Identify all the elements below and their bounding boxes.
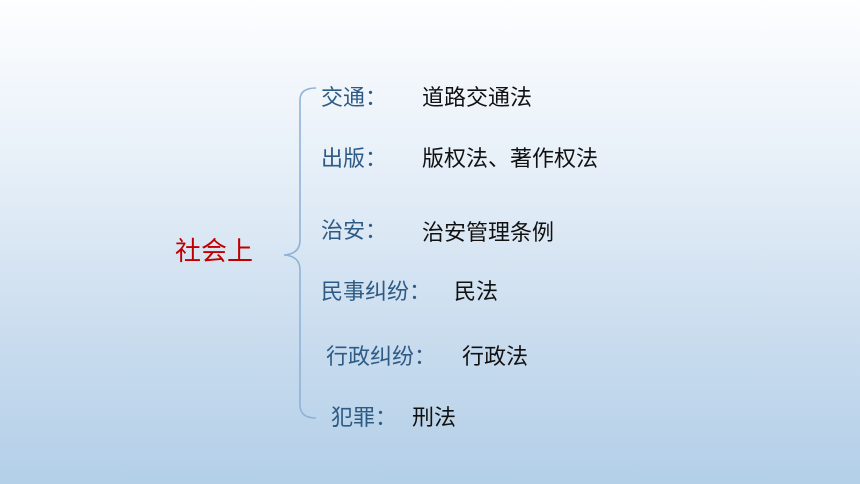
branch-category-administrative-dispute: 行政纠纷： xyxy=(326,345,437,370)
branch-law-publishing: 版权法、著作权法 xyxy=(422,147,599,172)
branch-category-public-security: 治安： xyxy=(321,219,388,244)
branch-law-traffic: 道路交通法 xyxy=(422,86,533,111)
root-label: 社会上 xyxy=(175,237,254,267)
branch-law-crime: 刑法 xyxy=(412,406,457,431)
branch-category-crime: 犯罪： xyxy=(331,406,398,431)
branch-category-civil-dispute: 民事纠纷： xyxy=(321,280,432,305)
branch-category-traffic: 交通： xyxy=(321,86,388,111)
branch-law-public-security: 治安管理条例 xyxy=(422,221,555,246)
branch-category-publishing: 出版： xyxy=(321,147,388,172)
branch-law-civil-dispute: 民法 xyxy=(454,280,499,305)
branch-law-administrative-dispute: 行政法 xyxy=(462,345,529,370)
